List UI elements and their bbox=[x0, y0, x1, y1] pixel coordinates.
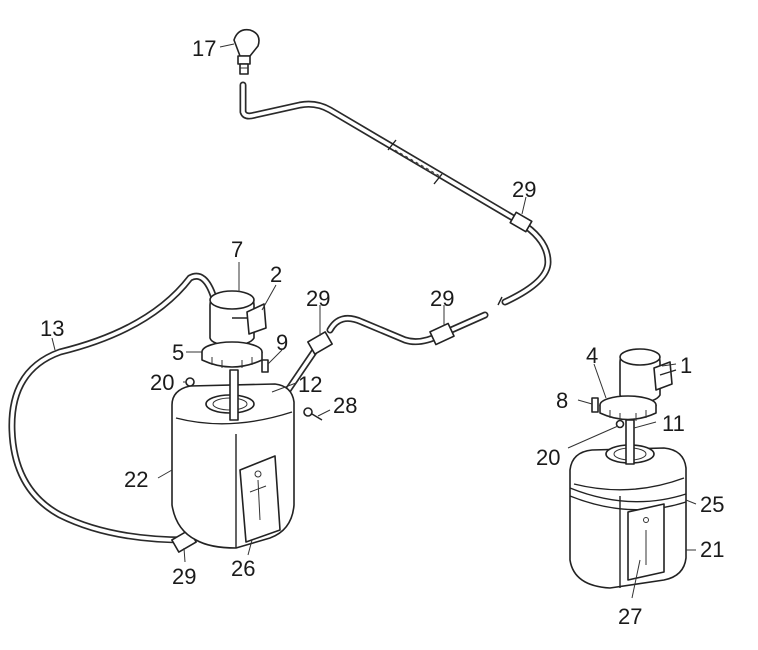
hose-cut-marks bbox=[387, 139, 503, 306]
callout-labels: 17 7 2 13 5 9 20 12 28 22 29 26 29 29 29… bbox=[40, 36, 724, 629]
washer-nozzle bbox=[233, 28, 260, 75]
hose-cut-line bbox=[394, 149, 441, 177]
hose-connector-middle bbox=[429, 322, 455, 346]
right-pump-assembly bbox=[591, 348, 677, 465]
callout-29-bottom: 29 bbox=[172, 564, 196, 589]
hose-lines bbox=[8, 81, 552, 544]
callout-7: 7 bbox=[231, 237, 243, 262]
callout-29-pump: 29 bbox=[306, 286, 330, 311]
left-pump-assembly bbox=[201, 290, 269, 421]
callout-28: 28 bbox=[333, 393, 357, 418]
right-reservoir bbox=[569, 444, 687, 589]
grommet-left bbox=[185, 377, 195, 387]
callout-25: 25 bbox=[700, 492, 724, 517]
callout-17: 17 bbox=[192, 36, 216, 61]
callout-20-right: 20 bbox=[536, 445, 560, 470]
callout-29-top: 29 bbox=[512, 177, 536, 202]
callout-8: 8 bbox=[556, 388, 568, 413]
callout-22: 22 bbox=[124, 467, 148, 492]
callout-26: 26 bbox=[231, 556, 255, 581]
callout-2: 2 bbox=[270, 262, 282, 287]
hose-connector-pump bbox=[307, 331, 333, 355]
callout-12: 12 bbox=[298, 372, 322, 397]
callout-9: 9 bbox=[276, 330, 288, 355]
callout-4: 4 bbox=[586, 343, 598, 368]
callout-29-middle: 29 bbox=[430, 286, 454, 311]
callout-11: 11 bbox=[662, 411, 685, 436]
hose-connector-top bbox=[509, 211, 533, 233]
callout-27: 27 bbox=[618, 604, 642, 629]
callout-13: 13 bbox=[40, 316, 64, 341]
leader-lines bbox=[51, 43, 697, 599]
grommet-28 bbox=[303, 407, 323, 421]
callout-20-left: 20 bbox=[150, 370, 174, 395]
callout-1: 1 bbox=[680, 353, 692, 378]
callout-21: 21 bbox=[700, 537, 724, 562]
callout-5: 5 bbox=[172, 340, 184, 365]
